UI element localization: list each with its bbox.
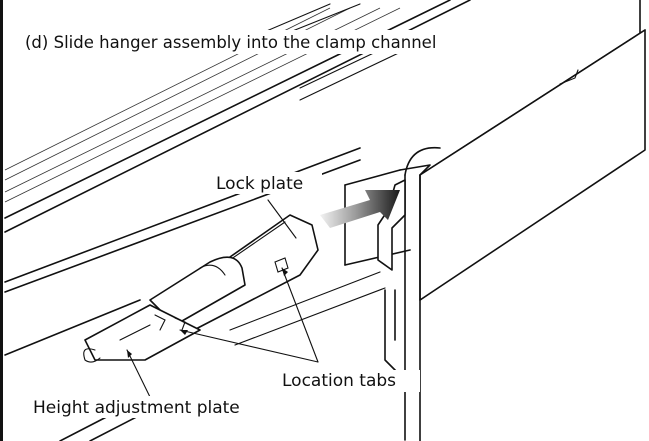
clamp-channel	[344, 0, 646, 441]
height-plate-leader	[126, 349, 151, 398]
hanger-assembly	[83, 214, 319, 363]
height-adjustment-plate-label: Height adjustment plate	[33, 398, 240, 418]
location-tab-leader-2	[179, 329, 319, 363]
location-tabs-label: Location tabs	[282, 371, 396, 391]
diagram-title: (d) Slide hanger assembly into the clamp…	[25, 33, 436, 52]
leader-lines	[126, 199, 319, 398]
lock-plate-leader	[267, 199, 297, 239]
slide-direction-arrow	[320, 190, 400, 228]
location-tab-leader-1	[281, 267, 319, 363]
title-backdrop	[22, 30, 527, 54]
height-adjustment-plate-shape	[84, 304, 201, 361]
frame-left-edge	[0, 0, 3, 441]
lock-plate-label: Lock plate	[216, 174, 303, 194]
